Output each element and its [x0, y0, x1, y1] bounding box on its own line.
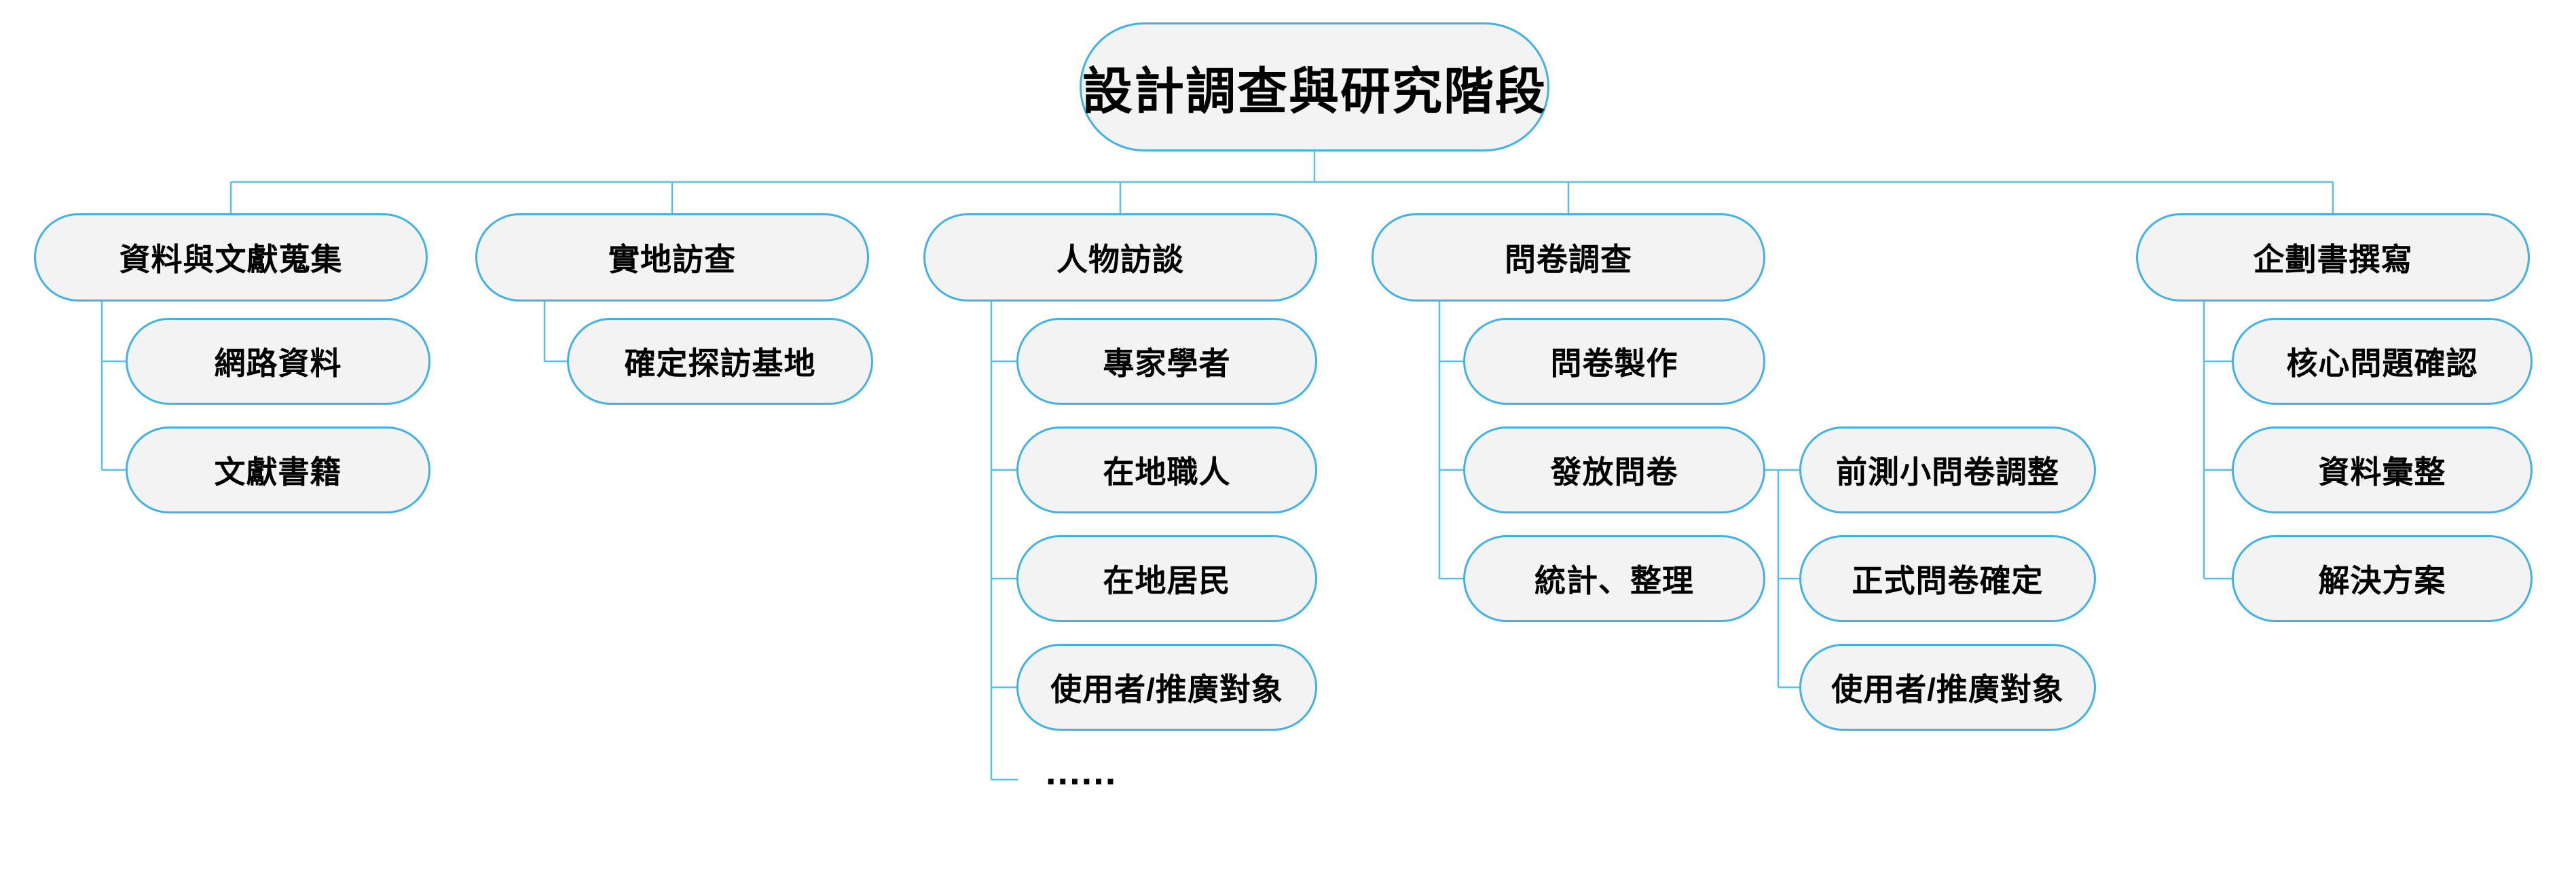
node-branch-field-survey: 實地訪查	[475, 213, 869, 302]
node-users-promotion-targets-2: 使用者/推廣對象	[1799, 644, 2096, 731]
node-internet-data: 網路資料	[126, 318, 430, 405]
node-experts-scholars: 專家學者	[1016, 318, 1317, 405]
node-users-promotion-targets: 使用者/推廣對象	[1016, 644, 1317, 731]
node-final-questionnaire: 正式問卷確定	[1799, 535, 2096, 622]
node-literature-books: 文獻書籍	[126, 426, 430, 513]
node-distribute-questionnaire: 發放問卷	[1463, 426, 1765, 513]
node-root: 設計調查與研究階段	[1080, 22, 1549, 151]
node-branch-questionnaire: 問卷調查	[1372, 213, 1765, 302]
node-local-artisans: 在地職人	[1016, 426, 1317, 513]
connector	[543, 301, 568, 363]
node-confirm-site: 確定探訪基地	[567, 318, 873, 405]
node-branch-data-literature: 資料與文獻蒐集	[34, 213, 428, 302]
node-statistics-organizing: 統計、整理	[1463, 535, 1765, 622]
node-branch-interviews: 人物訪談	[923, 213, 1317, 302]
node-solutions: 解決方案	[2232, 535, 2533, 622]
node-core-problem-confirmation: 核心問題確認	[2232, 318, 2533, 405]
node-branch-proposal-writing: 企劃書撰寫	[2136, 213, 2530, 302]
node-data-compilation: 資料彙整	[2232, 426, 2533, 513]
more-indicator: ......	[1046, 750, 1118, 793]
node-pretest-adjustment: 前測小問卷調整	[1799, 426, 2096, 513]
node-local-residents: 在地居民	[1016, 535, 1317, 622]
node-questionnaire-creation: 問卷製作	[1463, 318, 1765, 405]
